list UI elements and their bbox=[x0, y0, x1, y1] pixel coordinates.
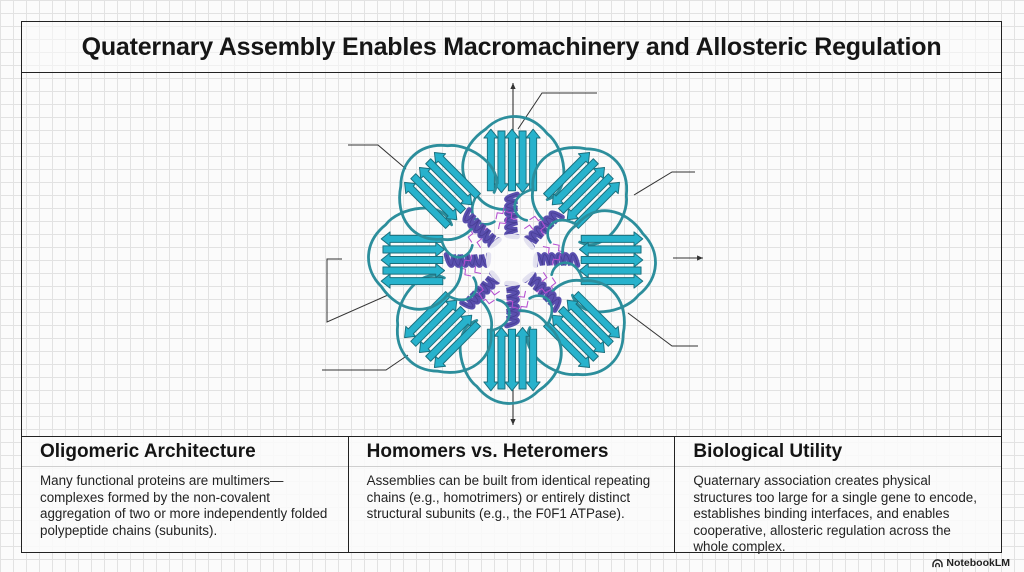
protein-ring-illustration bbox=[322, 83, 703, 425]
beta-strand bbox=[433, 320, 481, 368]
coil-loop bbox=[458, 309, 563, 405]
coil-loop bbox=[489, 298, 511, 333]
beta-strand bbox=[380, 231, 444, 247]
slide-title: Quaternary Assembly Enables Macromachine… bbox=[81, 32, 942, 61]
beta-strand bbox=[566, 173, 614, 221]
notebooklm-logo-icon bbox=[932, 558, 944, 567]
coil-loop bbox=[396, 274, 494, 374]
panel-biological-utility: Biological Utility Quaternary associatio… bbox=[674, 437, 1002, 554]
subunit-group bbox=[367, 115, 657, 405]
panel-oligomeric-architecture: Oligomeric Architecture Many functional … bbox=[22, 437, 348, 552]
interface-bond bbox=[463, 254, 473, 267]
beta-strand bbox=[380, 273, 444, 289]
beta-strand bbox=[493, 130, 509, 194]
interface-bond bbox=[506, 299, 519, 309]
protein-subunit bbox=[532, 209, 657, 314]
interface-bond bbox=[540, 220, 546, 236]
panel-body: Assemblies can be built from identical r… bbox=[366, 473, 651, 521]
coil-loop bbox=[528, 294, 554, 327]
leader-line-left-bracket bbox=[326, 258, 389, 323]
beta-strand bbox=[558, 306, 606, 354]
beta-strand bbox=[382, 241, 446, 257]
coil-loop bbox=[513, 187, 535, 222]
panel-heading: Homomers vs. Heteromers bbox=[348, 441, 675, 467]
coil-loop bbox=[461, 115, 566, 211]
beta-strand bbox=[382, 263, 446, 279]
beta-strand bbox=[410, 299, 458, 347]
beta-strand bbox=[525, 328, 541, 392]
interface-bond bbox=[536, 288, 552, 294]
panel-body: Many functional proteins are multimers—c… bbox=[40, 473, 328, 538]
beta-strand bbox=[515, 326, 531, 390]
coil-loop bbox=[561, 209, 657, 314]
protein-subunit bbox=[398, 144, 508, 267]
coil-loop bbox=[530, 146, 628, 246]
coil-loop bbox=[445, 276, 478, 302]
leader-line-upper-right bbox=[633, 171, 695, 196]
beta-strand bbox=[433, 152, 481, 200]
beta-strand bbox=[504, 128, 520, 192]
leader-line-lower-left bbox=[322, 354, 409, 371]
interface-bond bbox=[505, 211, 518, 221]
beta-strand bbox=[504, 328, 520, 392]
protein-subunit bbox=[461, 115, 566, 240]
beta-strand bbox=[493, 326, 509, 390]
beta-strand bbox=[543, 152, 591, 200]
coil-loop bbox=[439, 237, 474, 259]
beta-strand bbox=[425, 158, 473, 206]
protein-subunit bbox=[505, 146, 628, 256]
panel-homomers-heteromers: Homomers vs. Heteromers Assemblies can b… bbox=[347, 437, 675, 552]
leader-line-upper-left bbox=[348, 144, 407, 170]
central-pore bbox=[486, 234, 538, 286]
panel-heading: Biological Utility bbox=[675, 441, 1002, 467]
beta-strand bbox=[551, 314, 599, 362]
beta-strand bbox=[558, 166, 606, 214]
coil-loop bbox=[546, 218, 579, 244]
info-panels: Oligomeric Architecture Many functional … bbox=[22, 436, 1002, 554]
beta-strand bbox=[578, 241, 642, 257]
beta-strand bbox=[525, 128, 541, 192]
beta-strand bbox=[418, 306, 466, 354]
beta-strand bbox=[580, 231, 644, 247]
title-bar: Quaternary Assembly Enables Macromachine… bbox=[22, 22, 1001, 73]
beta-strand bbox=[483, 328, 499, 392]
coil-loop bbox=[550, 261, 585, 283]
interface-bond bbox=[495, 207, 505, 220]
alpha-helix-edge bbox=[464, 209, 500, 247]
beta-strand bbox=[566, 299, 614, 347]
beta-strand bbox=[404, 181, 452, 229]
beta-strand bbox=[380, 252, 444, 268]
panel-body: Quaternary association creates physical … bbox=[693, 473, 977, 554]
beta-strand bbox=[418, 166, 466, 214]
beta-strand bbox=[551, 158, 599, 206]
protein-assembly-figure bbox=[22, 73, 1001, 436]
leader-line-top-right bbox=[517, 92, 597, 130]
beta-strand bbox=[410, 173, 458, 221]
brand-badge: NotebookLM bbox=[932, 557, 1010, 569]
beta-strand bbox=[515, 130, 531, 194]
coil-loop bbox=[526, 278, 626, 376]
beta-strand bbox=[578, 263, 642, 279]
beta-strand bbox=[580, 273, 644, 289]
interface-bond bbox=[551, 253, 561, 266]
leader-line-lower-right bbox=[627, 312, 698, 347]
beta-strand bbox=[572, 291, 620, 339]
coil-loop bbox=[367, 206, 463, 311]
beta-strand bbox=[425, 314, 473, 362]
brand-label: NotebookLM bbox=[946, 557, 1010, 569]
interface-bond bbox=[497, 217, 508, 230]
beta-strand bbox=[580, 252, 644, 268]
slide-frame: Quaternary Assembly Enables Macromachine… bbox=[21, 21, 1002, 554]
panel-heading: Oligomeric Architecture bbox=[22, 441, 348, 467]
interface-bond bbox=[478, 284, 484, 300]
coil-loop bbox=[398, 144, 498, 242]
